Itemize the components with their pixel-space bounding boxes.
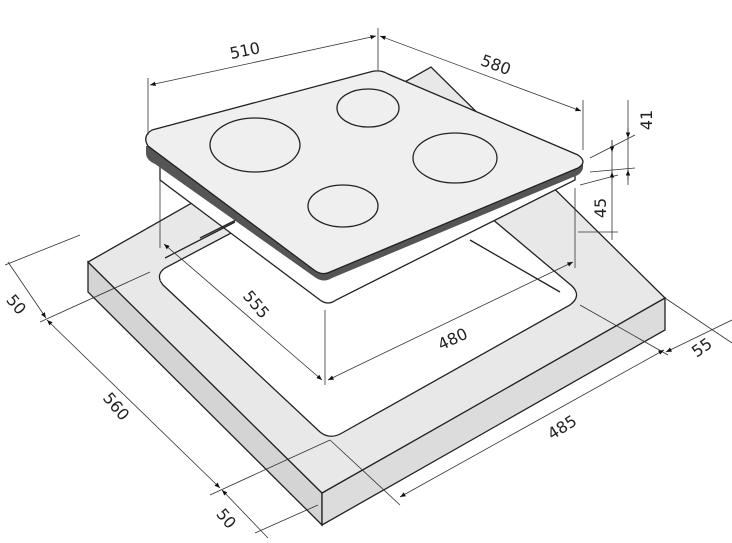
- label-480: 480: [435, 324, 471, 354]
- dim-line-480: [327, 261, 574, 381]
- label-555: 555: [239, 287, 273, 323]
- label-510: 510: [228, 38, 262, 63]
- burner-front-right: [412, 132, 498, 184]
- burner-back-left: [209, 117, 301, 173]
- dim-line-50-back: [7, 261, 47, 319]
- dim-line-510: [149, 34, 377, 87]
- label-55: 55: [688, 334, 716, 361]
- worktop-front-side: [321, 296, 666, 527]
- label-50-back: 50: [2, 291, 30, 319]
- extension-lines: [4, 28, 732, 534]
- dim-line-580: [379, 35, 582, 112]
- dim-line-485: [399, 349, 665, 498]
- dim-line-50-front: [221, 489, 269, 539]
- dim-line-55: [665, 319, 732, 353]
- hob-glass: [145, 70, 584, 281]
- dimension-lines: [7, 34, 732, 539]
- dim-line-555: [163, 243, 323, 381]
- label-45: 45: [591, 198, 610, 218]
- burner-front-left: [307, 184, 379, 228]
- label-50-front: 50: [212, 505, 240, 533]
- label-485: 485: [544, 411, 580, 443]
- dim-line-560: [46, 319, 221, 489]
- label-560: 560: [99, 389, 133, 425]
- label-41: 41: [637, 110, 656, 130]
